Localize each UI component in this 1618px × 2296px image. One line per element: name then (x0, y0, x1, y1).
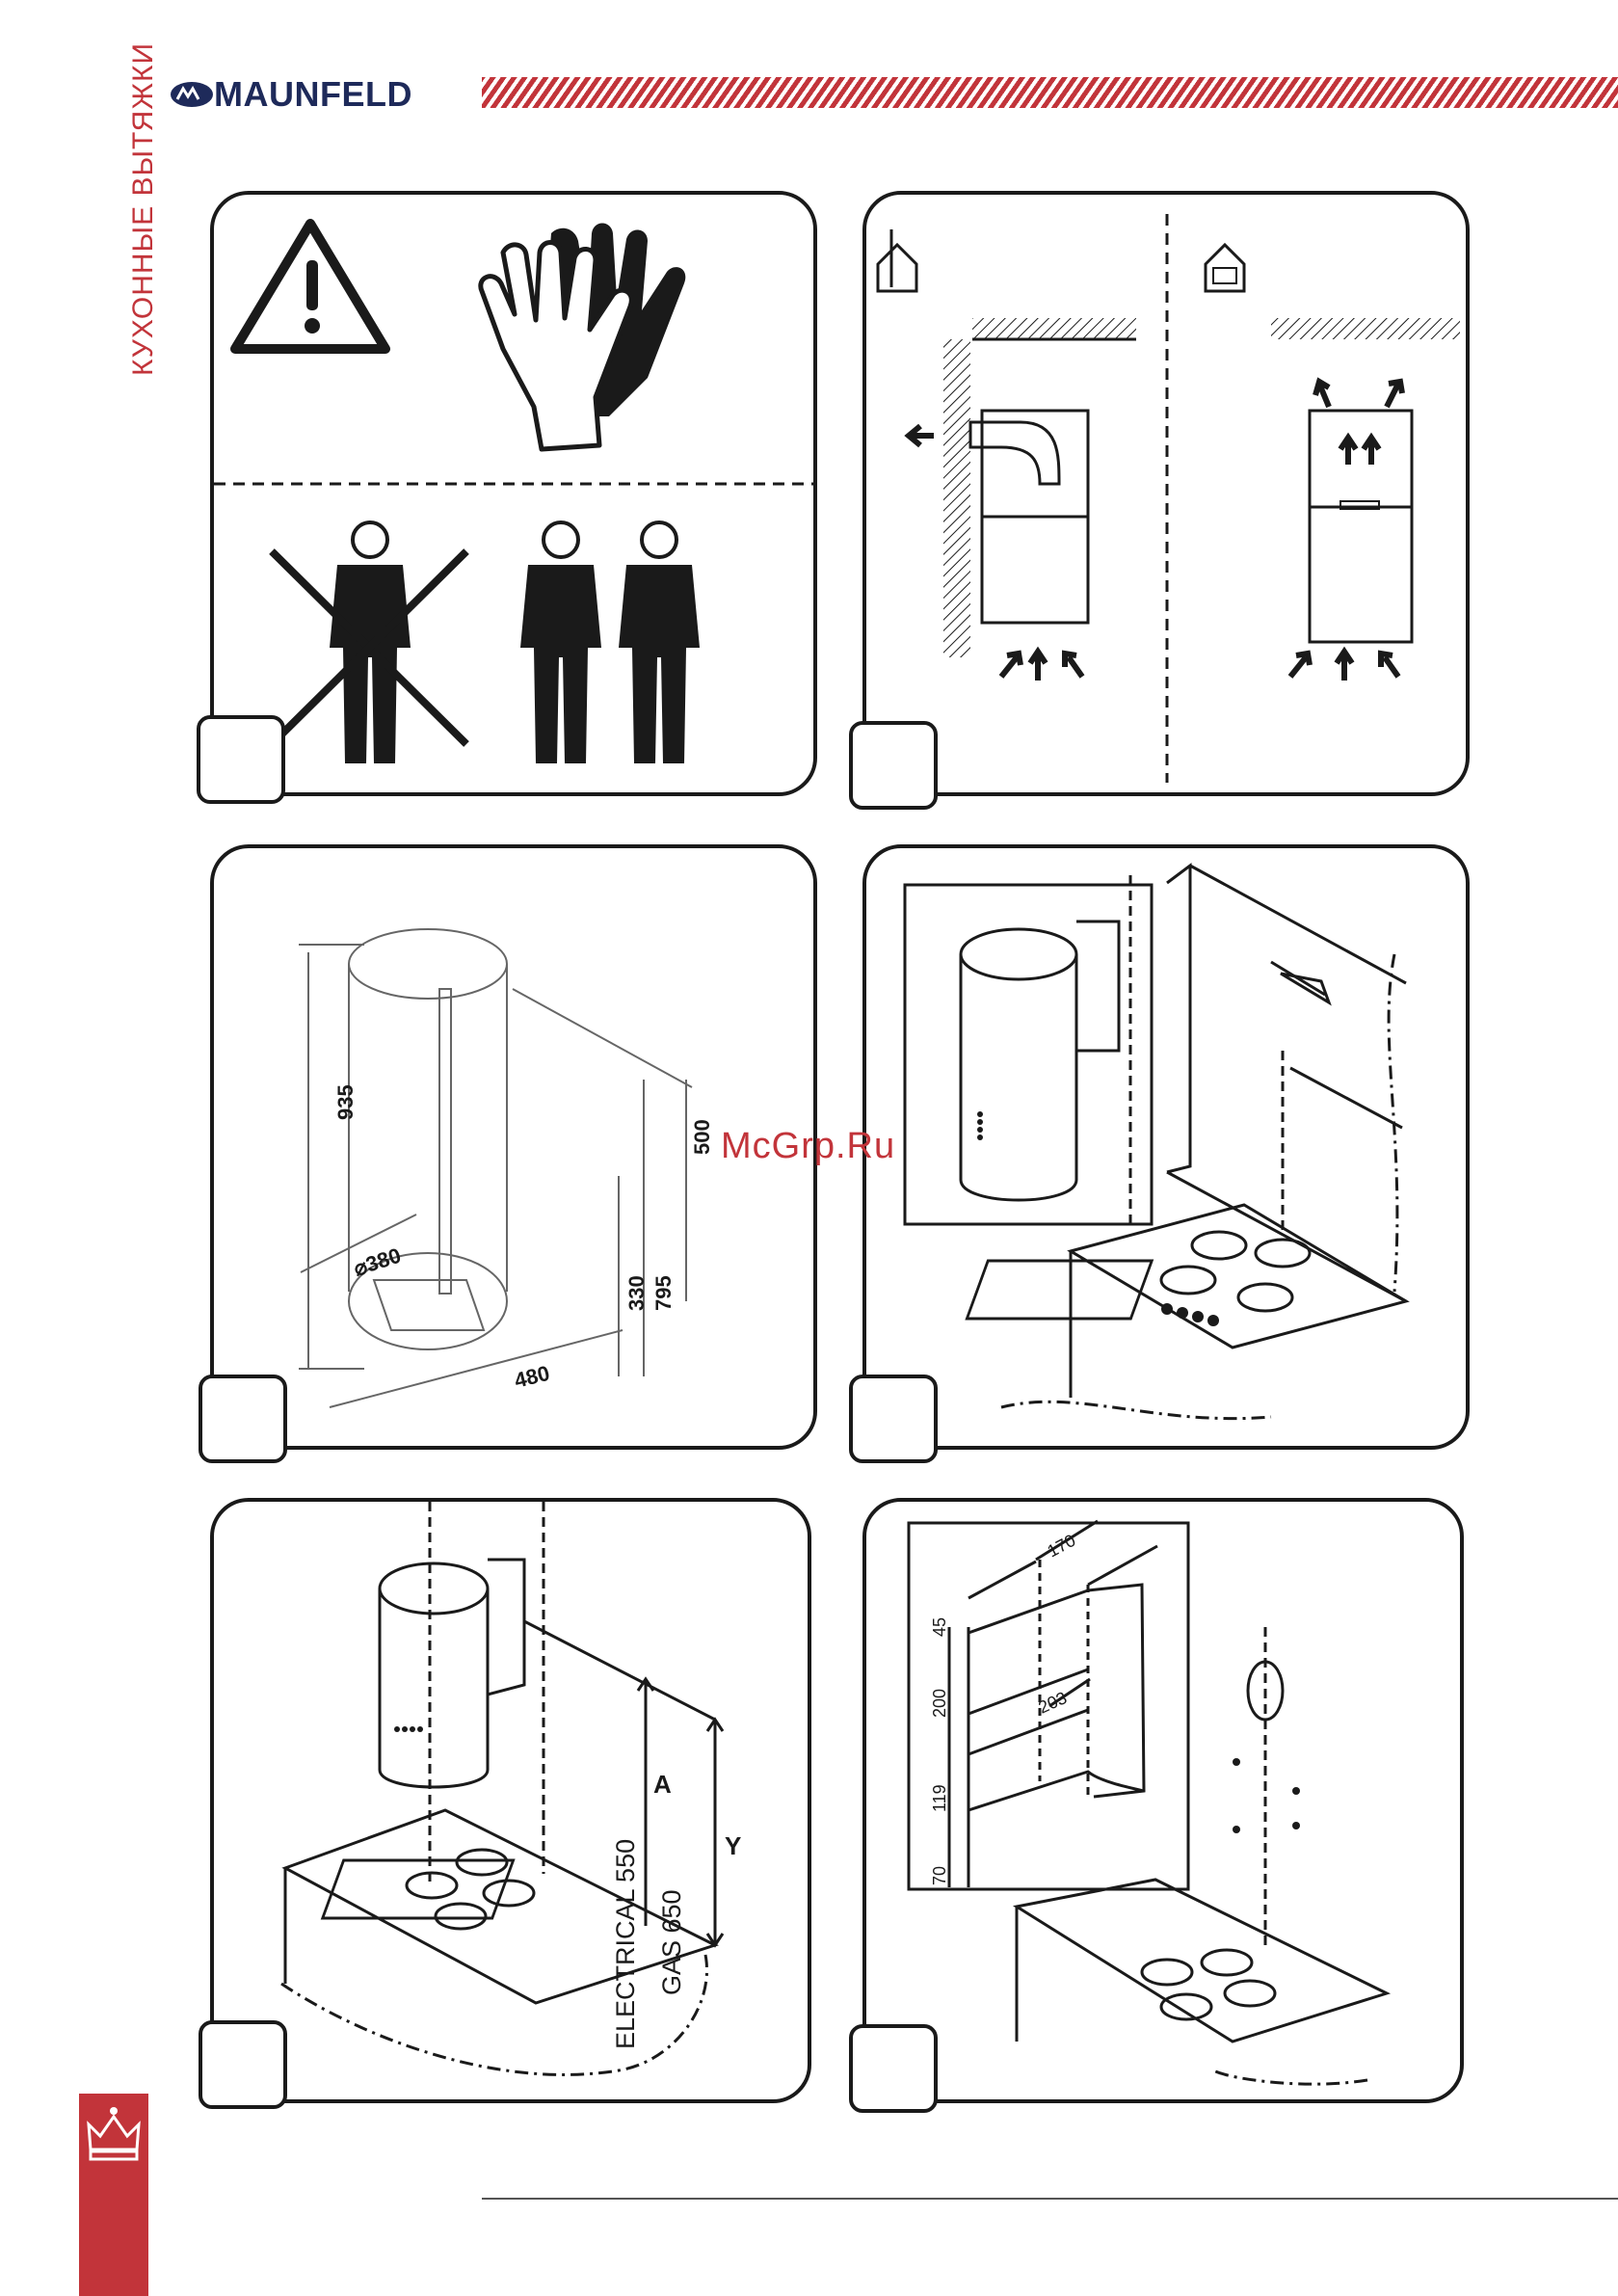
dim-70: 70 (930, 1866, 949, 1885)
bottom-brand-strip (79, 2094, 148, 2296)
two-installers-icon (520, 522, 700, 763)
dim-330: 330 (624, 1275, 649, 1311)
airflow-arrows-right (1290, 382, 1402, 681)
label-a: A (653, 1770, 672, 1799)
dim-200: 200 (930, 1689, 949, 1718)
label-electrical: ELECTRICAL 550 (611, 1839, 640, 2049)
single-installer-crossed-icon (272, 522, 466, 763)
dim-935: 935 (333, 1084, 358, 1120)
modes-illustration (866, 195, 1466, 792)
extraction-mode-icon (878, 229, 916, 291)
header-hatch-bar (482, 77, 1618, 108)
footer-rule (482, 2198, 1618, 2200)
airflow-arrows-left (1001, 652, 1082, 681)
side-title: КУХОННЫЕ ВЫТЯЖКИ (93, 77, 131, 386)
brand-name: MAUNFELD (214, 74, 412, 115)
gloves-icon (481, 224, 686, 450)
dim-203: 203 (1035, 1688, 1070, 1717)
hood-indicator-dots (394, 1726, 423, 1732)
dim-119: 119 (930, 1784, 949, 1812)
step-tag-5 (199, 2020, 287, 2109)
dim-diameter: ⌀380 (351, 1243, 404, 1281)
step-tag-4 (849, 1375, 938, 1463)
warning-icon (235, 224, 385, 349)
step-tag-1 (197, 715, 285, 804)
dim-500: 500 (690, 1119, 714, 1155)
recirculation-mode-icon (1206, 245, 1244, 291)
side-title-text: КУХОННЫЕ ВЫТЯЖКИ (127, 42, 160, 376)
watermark-text: McGrp.Ru (721, 1126, 895, 1167)
panel-height: A Y ELECTRICAL 550 GAS 650 (210, 1498, 811, 2103)
safety-illustration (214, 195, 813, 792)
brand-mark-icon (170, 80, 214, 109)
dim-795: 795 (651, 1275, 676, 1311)
panel-marking (862, 844, 1470, 1450)
dim-45: 45 (930, 1617, 949, 1637)
label-y: Y (725, 1831, 741, 1860)
panel-modes (862, 191, 1470, 796)
step-tag-2 (849, 721, 938, 810)
brand-logo: MAUNFELD (170, 73, 412, 116)
step-tag-3 (199, 1375, 287, 1463)
panel-safety (210, 191, 817, 796)
height-drawing: A Y ELECTRICAL 550 GAS 650 (214, 1502, 808, 2099)
crown-icon (79, 2099, 148, 2176)
template-drawing: 170 45 200 203 119 70 (866, 1502, 1460, 2099)
marking-drawing (866, 848, 1466, 1446)
label-gas: GAS 650 (657, 1889, 686, 1995)
dim-480: 480 (512, 1361, 552, 1393)
step-tag-6 (849, 2024, 938, 2113)
panel-template: 170 45 200 203 119 70 (862, 1498, 1464, 2103)
